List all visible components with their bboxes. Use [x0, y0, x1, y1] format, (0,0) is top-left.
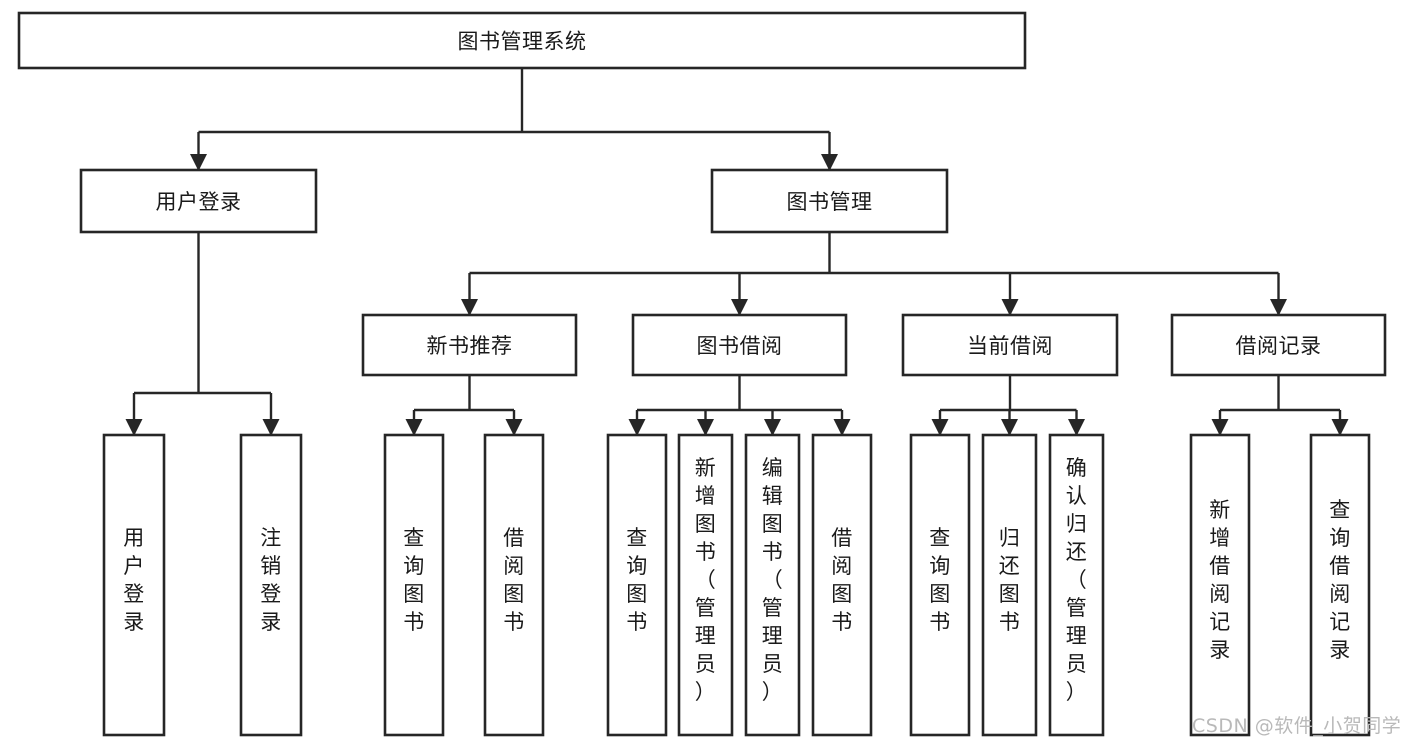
node-book-borrow-box: [631, 313, 848, 377]
nodes-layer: 图书管理系统用户登录图书管理新书推荐图书借阅当前借阅借阅记录用户登录注销登录查询…: [17, 11, 1387, 737]
node-leaf-book_borrow-0-label: 查询图书: [626, 526, 648, 634]
node-leaf-book_borrow-2-box: [744, 433, 801, 737]
node-leaf-current_borrow-1-box: [981, 433, 1038, 737]
arrow-head-icon: [1001, 299, 1019, 316]
node-leaf-new_book_recommend-0-box: [383, 433, 445, 737]
node-leaf-new_book_recommend-1[interactable]: 借阅图书: [483, 433, 545, 737]
arrow-head-icon: [764, 419, 781, 436]
node-new-book-recommend-box: [361, 313, 578, 377]
node-current-borrow-box: [901, 313, 1119, 377]
csdn-watermark: CSDN @软件_小贺同学: [1192, 715, 1401, 737]
node-leaf-user_login-0-label: 用户登录: [123, 526, 145, 634]
arrow-head-icon: [628, 419, 646, 436]
node-leaf-borrow_record-1-label: 查询借阅记录: [1329, 498, 1351, 662]
node-current-borrow-label: 当前借阅: [967, 334, 1053, 358]
node-leaf-new_book_recommend-1-label: 借阅图书: [503, 526, 525, 634]
arrow-head-icon: [1211, 419, 1229, 436]
node-leaf-new_book_recommend-0-label: 查询图书: [403, 526, 425, 634]
node-leaf-book_borrow-0-box: [606, 433, 668, 737]
arrow-head-icon: [821, 154, 838, 171]
node-leaf-book_borrow-1-label: 新增图书（管理员）: [695, 456, 717, 704]
node-leaf-current_borrow-0[interactable]: 查询图书: [909, 433, 971, 737]
node-leaf-borrow_record-1[interactable]: 查询借阅记录: [1309, 433, 1371, 737]
node-book-management-label: 图书管理: [787, 190, 873, 214]
node-leaf-book_borrow-2[interactable]: 编辑图书（管理员）: [744, 433, 801, 737]
node-leaf-current_borrow-2-box: [1048, 433, 1105, 737]
arrow-head-icon: [1001, 419, 1018, 436]
arrow-head-icon: [125, 419, 143, 436]
node-leaf-book_borrow-0[interactable]: 查询图书: [606, 433, 668, 737]
node-leaf-user_login-1-box: [239, 433, 303, 737]
node-book-management[interactable]: 图书管理: [710, 168, 949, 234]
node-book-management-box: [710, 168, 949, 234]
node-new-book-recommend-label: 新书推荐: [427, 334, 513, 358]
arrow-head-icon: [1270, 299, 1287, 316]
node-leaf-user_login-0-box: [102, 433, 166, 737]
arrow-head-icon: [833, 419, 851, 436]
node-leaf-book_borrow-1-box: [677, 433, 734, 737]
arrow-head-icon: [931, 419, 949, 436]
node-current-borrow[interactable]: 当前借阅: [901, 313, 1119, 377]
arrow-head-icon: [505, 419, 523, 436]
arrow-head-icon: [1068, 419, 1085, 436]
node-new-book-recommend[interactable]: 新书推荐: [361, 313, 578, 377]
node-leaf-current_borrow-0-label: 查询图书: [929, 526, 951, 634]
node-leaf-user_login-1-label: 注销登录: [260, 526, 282, 634]
node-borrow-record-label: 借阅记录: [1236, 334, 1322, 358]
node-leaf-current_borrow-2[interactable]: 确认归还（管理员）: [1048, 433, 1105, 737]
node-leaf-current_borrow-1[interactable]: 归还图书: [981, 433, 1038, 737]
node-leaf-borrow_record-1-box: [1309, 433, 1371, 737]
node-leaf-book_borrow-1[interactable]: 新增图书（管理员）: [677, 433, 734, 737]
arrow-head-icon: [405, 419, 423, 436]
node-leaf-book_borrow-3[interactable]: 借阅图书: [811, 433, 873, 737]
node-root-system-label: 图书管理系统: [458, 30, 587, 54]
node-book-borrow[interactable]: 图书借阅: [631, 313, 848, 377]
node-root-system[interactable]: 图书管理系统: [17, 11, 1027, 70]
node-borrow-record-box: [1170, 313, 1387, 377]
node-user-login-box: [79, 168, 318, 234]
node-leaf-current_borrow-0-box: [909, 433, 971, 737]
node-leaf-user_login-1[interactable]: 注销登录: [239, 433, 303, 737]
node-book-borrow-label: 图书借阅: [697, 334, 783, 358]
arrow-head-icon: [731, 299, 748, 316]
arrow-head-icon: [461, 299, 478, 316]
node-leaf-current_borrow-2-label: 确认归还（管理员）: [1066, 456, 1088, 704]
node-leaf-borrow_record-0-box: [1189, 433, 1251, 737]
connectors-layer: [125, 68, 1349, 436]
node-user-login[interactable]: 用户登录: [79, 168, 318, 234]
arrow-head-icon: [190, 154, 207, 171]
arrow-head-icon: [697, 419, 714, 436]
node-leaf-current_borrow-1-label: 归还图书: [999, 526, 1021, 634]
node-user-login-label: 用户登录: [156, 190, 242, 214]
node-leaf-book_borrow-3-box: [811, 433, 873, 737]
arrow-head-icon: [262, 419, 280, 436]
node-leaf-new_book_recommend-1-box: [483, 433, 545, 737]
node-borrow-record[interactable]: 借阅记录: [1170, 313, 1387, 377]
node-leaf-book_borrow-2-label: 编辑图书（管理员）: [762, 456, 784, 704]
node-leaf-book_borrow-3-label: 借阅图书: [831, 526, 853, 634]
node-root-system-box: [17, 11, 1027, 70]
node-leaf-new_book_recommend-0[interactable]: 查询图书: [383, 433, 445, 737]
arrow-head-icon: [1331, 419, 1349, 436]
node-leaf-borrow_record-0[interactable]: 新增借阅记录: [1189, 433, 1251, 737]
node-leaf-borrow_record-0-label: 新增借阅记录: [1209, 498, 1231, 662]
node-leaf-user_login-0[interactable]: 用户登录: [102, 433, 166, 737]
